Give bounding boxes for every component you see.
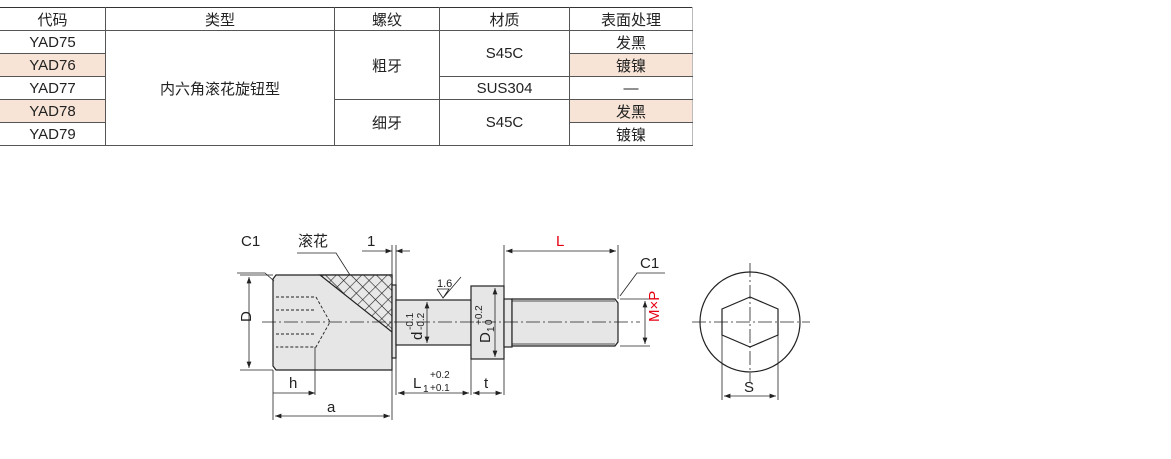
dim-D-label: D xyxy=(238,311,255,322)
spec-table: 代码 类型 螺纹 材质 表面处理 YAD75 内六角滚花旋钮型 粗牙 S45C … xyxy=(0,7,693,146)
roughness-label: 1.6 xyxy=(437,278,452,290)
code-cell: YAD78 xyxy=(0,99,106,123)
svg-text:-0.2: -0.2 xyxy=(416,312,427,330)
svg-text:-0.1: -0.1 xyxy=(405,312,416,330)
c1-right-label: C1 xyxy=(640,255,659,272)
dimension-lines xyxy=(237,245,665,420)
material-cell: S45C xyxy=(439,30,570,77)
svg-text:1: 1 xyxy=(423,384,429,395)
head-circle xyxy=(699,271,801,373)
neck xyxy=(503,298,513,348)
svg-text:D: D xyxy=(477,332,494,343)
hex-socket-hidden xyxy=(276,296,331,348)
part-end-view xyxy=(692,263,810,400)
type-cell: 内六角滚花旋钮型 xyxy=(105,30,335,146)
svg-text:+0.1: +0.1 xyxy=(430,383,450,394)
finish-cell: 镀镍 xyxy=(569,122,693,146)
svg-text:L: L xyxy=(413,375,421,392)
dim-h-label: h xyxy=(289,375,297,392)
code-cell: YAD76 xyxy=(0,53,106,77)
finish-cell: 发黑 xyxy=(569,99,693,123)
flange xyxy=(391,284,397,359)
svg-text:1: 1 xyxy=(486,326,497,332)
dim-1-label: 1 xyxy=(367,233,375,250)
thread xyxy=(511,298,619,347)
dim-a-label: a xyxy=(327,399,336,416)
dim-L-label: L xyxy=(556,233,564,250)
c1-left-label: C1 xyxy=(241,233,260,250)
code-cell: YAD77 xyxy=(0,76,106,100)
dim-d-label: d -0.1 -0.2 xyxy=(405,312,427,340)
material-cell: S45C xyxy=(439,99,570,146)
thread-cell: 细牙 xyxy=(334,99,440,146)
finish-cell: 发黑 xyxy=(569,30,693,54)
dim-t-label: t xyxy=(484,375,489,392)
collar xyxy=(470,285,505,360)
svg-text:+0.2: +0.2 xyxy=(474,305,485,325)
svg-text:+0.2: +0.2 xyxy=(430,370,450,381)
part-side-view xyxy=(262,274,640,371)
code-cell: YAD79 xyxy=(0,122,106,146)
finish-cell: 镀镍 xyxy=(569,53,693,77)
knurl-label: 滚花 xyxy=(298,233,328,250)
header-code: 代码 xyxy=(0,7,106,31)
header-material: 材质 xyxy=(439,7,570,31)
dim-D1-label: D 1 +0.2 0 xyxy=(474,305,497,343)
material-cell: SUS304 xyxy=(439,76,570,100)
hex-socket xyxy=(721,296,779,348)
dim-S-label: S xyxy=(744,379,754,396)
thread-cell: 粗牙 xyxy=(334,30,440,100)
svg-text:0: 0 xyxy=(484,319,495,325)
svg-text:d: d xyxy=(409,332,426,340)
dim-MxP-label: M×P xyxy=(646,291,663,322)
dim-L1-label: L 1 +0.2 +0.1 xyxy=(413,370,450,395)
